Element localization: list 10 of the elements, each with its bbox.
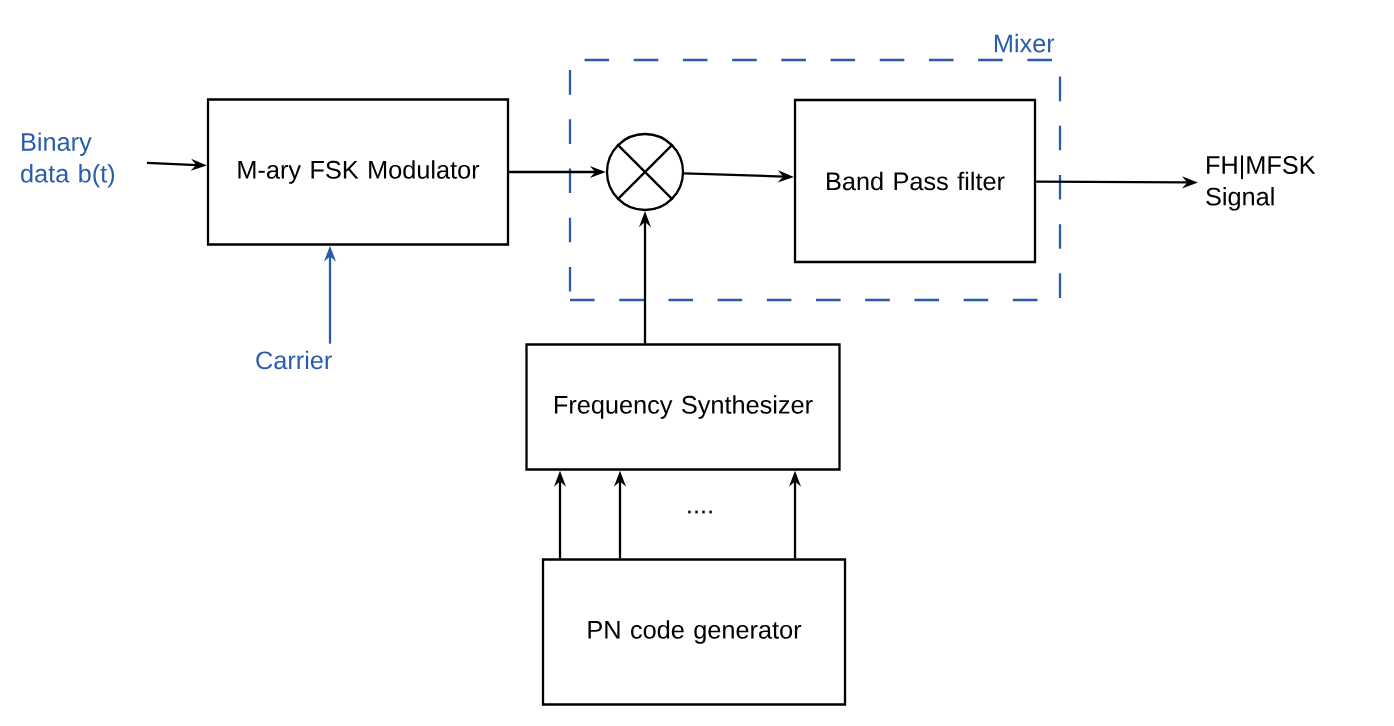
ellipsis-dots: .... bbox=[688, 510, 712, 514]
mixer-circle bbox=[605, 132, 685, 212]
block-box: Frequency Synthesizer bbox=[525, 343, 841, 471]
signal-label: FH|MFSK Signal bbox=[1206, 155, 1316, 211]
node-label: Mixer bbox=[994, 33, 1055, 53]
block-box: Band Pass filter bbox=[793, 98, 1037, 264]
signal-label: Binary data b(t) bbox=[21, 132, 115, 188]
block-box: M-ary FSK Modulator bbox=[206, 98, 510, 246]
signal-label: Carrier bbox=[256, 350, 332, 370]
block-box: PN code generator bbox=[541, 558, 847, 706]
